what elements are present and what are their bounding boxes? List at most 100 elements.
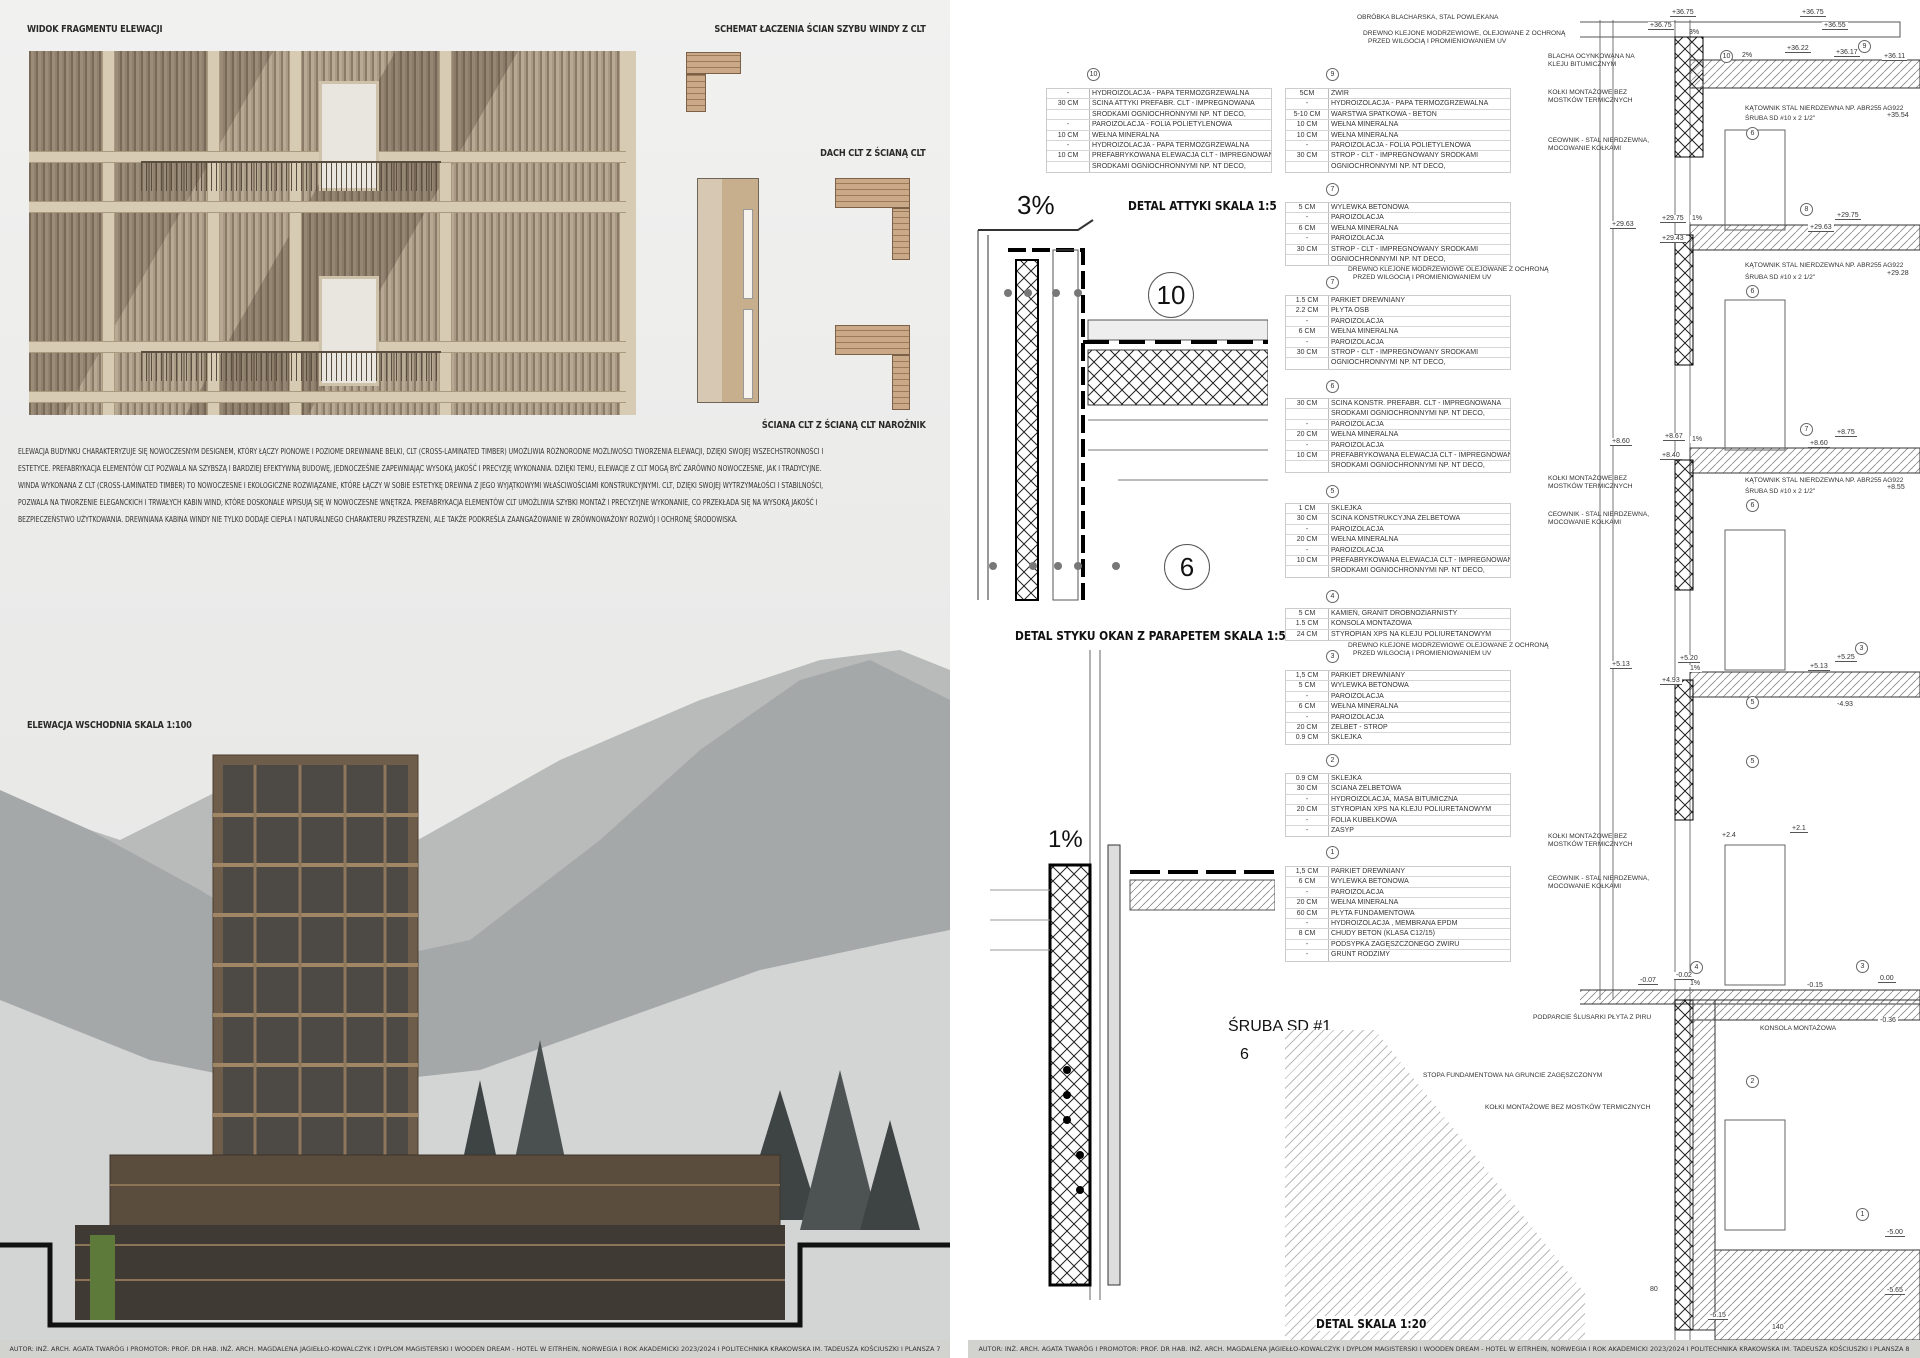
layer-thickness: - [1305, 420, 1309, 428]
layer-thickness: 10 CM [1296, 121, 1318, 129]
layer-thickness: 30 CM [1296, 515, 1318, 523]
layer-material: ŚCINA ATTYKI PREFABR. CLT - IMPREGNOWANA [1089, 99, 1271, 109]
slope-mark: 1% [1690, 436, 1705, 443]
layer-material: WYLEWKA BETONOWA [1328, 681, 1510, 691]
layer-material: PODSYPKA ZAGĘSZCZONEGO ŻWIRU [1328, 939, 1510, 950]
main-detail-title: DETAL SKALA 1:20 [1316, 1316, 1427, 1331]
layer-thickness [1286, 162, 1328, 172]
layer-row: -PAROIZOLACJA [1286, 712, 1510, 723]
layer-thickness: 20 CM [1296, 806, 1318, 814]
layer-material: PAROIZOLACJA [1328, 524, 1510, 535]
level-mark: +2.1 [1790, 825, 1808, 833]
annotation-line: CEOWNIK - STAL NIERDZEWNA, [1548, 137, 1650, 144]
layer-thickness: - [1305, 100, 1309, 108]
layer-material: ŚCIANA ŻELBETOWA [1328, 784, 1510, 794]
layer-thickness: 10 CM [1296, 131, 1318, 139]
layer-thickness: 20 CM [1296, 899, 1318, 907]
level-mark: -0.36 [1878, 1017, 1898, 1024]
layer-material: GRUNT RODZIMY [1328, 950, 1510, 961]
layer-row: -GRUNT RODZIMY [1286, 950, 1510, 961]
level-mark: +29.43 [1660, 235, 1686, 243]
layer-material: WEŁNA MINERALNA [1089, 130, 1271, 140]
annotation-larch-2: PRZED WILGOCIĄ I PROMIENIOWANIEM UV [1368, 38, 1507, 45]
slope-mark: 1% [1688, 665, 1703, 672]
layer-material: OGNIOCHRONNYMI NP. NT DECO, [1328, 161, 1510, 173]
layer-material: FOLIA KUBEŁKOWA [1328, 815, 1510, 825]
level-mark: +8.60 [1808, 440, 1830, 448]
layer-material: PREFABRYKOWANA ELEWACJA CLT - IMPREGNOWA… [1089, 151, 1271, 161]
layer-material: OGNIOCHRONNYMI NP. NT DECO, [1328, 254, 1510, 266]
layer-ref-circle: 5 [1326, 485, 1339, 498]
annotation-pegs-long: KOŁKI MONTAŻOWE BEZ MOSTKÓW TERMICZNYCH [1485, 1104, 1651, 1112]
layer-ref-circle: 4 [1326, 590, 1339, 603]
ref-circle: 3 [1855, 642, 1868, 655]
layer-row: - PAROIZOLACJA [1286, 524, 1510, 536]
layer-row: ŚRODKAMI OGNIOCHRONNYMI NP. NT DECO, [1286, 409, 1510, 420]
level-mark: +5.13 [1610, 661, 1632, 669]
level-mark: +36.11 [1882, 53, 1908, 61]
layer-thickness: 5 CM [1298, 682, 1316, 690]
layer-material: PAROIZOLACJA [1328, 691, 1510, 702]
base-building-upper [109, 1154, 781, 1236]
layer-row: -HYDROIZOLACJA - PAPA TERMOZGRZEWALNA [1286, 99, 1510, 110]
annotation-larch-2: PRZED WILGOCIĄ I PROMIENIOWANIEM UV [1353, 650, 1492, 657]
level-mark: -5.65 [1885, 1287, 1905, 1295]
layer-row: -HYDROIZOLACJA - PAPA TERMOZGRZEWALNA [1047, 89, 1271, 100]
layer-row: OGNIOCHRONNYMI NP. NT DECO, [1286, 254, 1510, 266]
annotation-line: KLEJU BITUMICZNYM [1548, 61, 1617, 68]
layer-row: OGNIOCHRONNYMI NP. NT DECO, [1286, 161, 1510, 173]
layer-thickness: - [1305, 235, 1309, 243]
ref-circle: 6 [1746, 499, 1759, 512]
layer-thickness: - [1305, 525, 1309, 533]
ref-circle: 6 [1746, 285, 1759, 298]
level-mark: +8.40 [1660, 452, 1682, 460]
layer-thickness: 5CM [1299, 90, 1315, 97]
layer-thickness: 8 CM [1298, 930, 1316, 938]
layer-ref-circle: 3 [1326, 650, 1339, 663]
layer-thickness: 30 CM [1296, 785, 1318, 793]
annotation-screw: ŚRUBA SD #10 x 2 1/2" [1745, 115, 1816, 123]
layer-row: -PAROIZOLACJA [1286, 419, 1510, 431]
description-line: ELEWACJA BUDYNKU CHARAKTERYZUJE SIĘ NOWO… [18, 447, 824, 456]
layer-thickness: - [1305, 940, 1309, 948]
annotation-larch: DREWNO KLEJONE MODRZEWIOWE, OLEJOWANE Z … [1363, 30, 1566, 37]
base-building-lower [75, 1225, 785, 1320]
level-mark: +8.75 [1835, 429, 1857, 437]
annotation-screw: ŚRUBA SD #10 x 2 1/2" [1745, 274, 1816, 282]
east-elevation-drawing [0, 650, 950, 1340]
layer-row: -PAROIZOLACJA - FOLIA POLIETYLENOWA [1047, 120, 1271, 131]
elevator-schema-title: SCHEMAT ŁACZENIA ŚCIAN SZYBU WINDY Z CLT [714, 24, 926, 35]
ref-circle: 1 [1856, 1208, 1869, 1221]
level-mark: +5.20 [1678, 655, 1700, 663]
dimension-mark: 140 [1770, 1324, 1786, 1331]
roof-joint-diagram-wall [892, 208, 910, 260]
description-line: ESTETYCE. PREFABRYKACJA ELEMENTÓW CLT PO… [18, 464, 822, 473]
layer-material: PAROIZOLACJA [1328, 337, 1510, 347]
annotation-line: MOSTKÓW TERMICZNYCH [1548, 483, 1633, 490]
layer-material: WARSTWA SPATKOWA - BETON [1328, 109, 1510, 120]
description-paragraph: ELEWACJA BUDYNKU CHARAKTERYZUJE SIĘ NOWO… [18, 443, 914, 528]
level-mark: +29.28 [1885, 270, 1911, 277]
annotation-screw: ŚRUBA SD #10 x 2 1/2" [1745, 488, 1816, 496]
layer-thickness [1047, 162, 1089, 172]
layer-material: HYDROIZOLACJA - PAPA TERMOZGRZEWALNA [1089, 89, 1271, 99]
layer-material: WEŁNA MINERALNA [1328, 327, 1510, 337]
layer-thickness: 5 CM [1298, 204, 1316, 211]
